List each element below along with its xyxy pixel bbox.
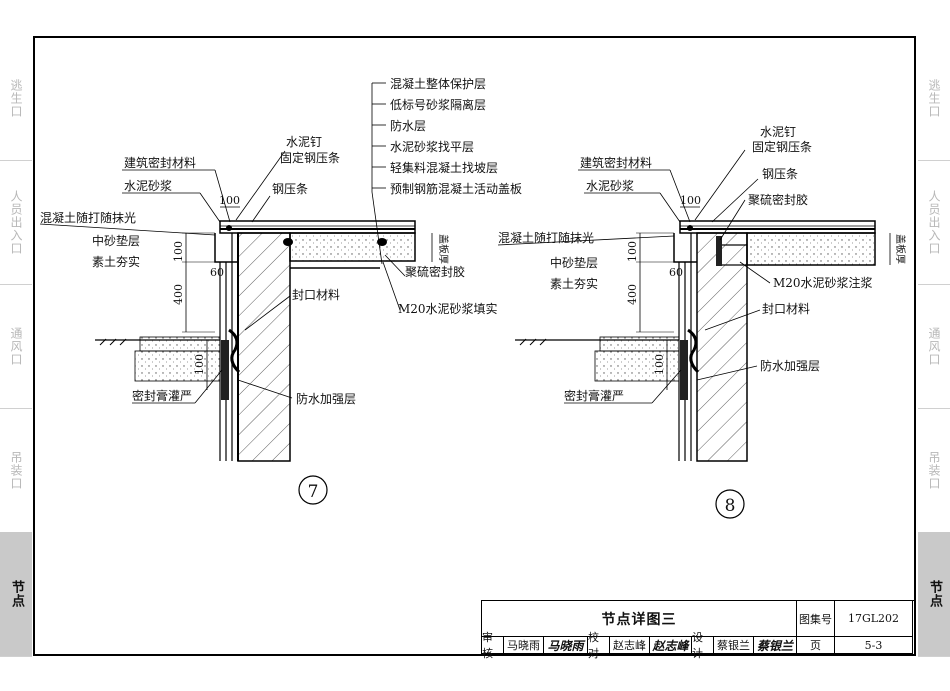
d7-label-leveling: 水泥砂浆找平层 [390, 139, 474, 154]
d7-cover-slab [289, 232, 416, 262]
d8-label-reinforce: 防水加强层 [760, 358, 820, 373]
d8-dim-slab-thickness: 盖板厚 [894, 234, 907, 264]
d8-cover-layers [679, 220, 876, 234]
page-number: 5-3 [835, 637, 913, 654]
d8-label-sand: 中砂垫层 [550, 255, 598, 270]
d7-label-strip: 钢压条 [272, 182, 308, 196]
title-block: 节点详图三 图集号 17GL202 审核 马晓雨 马晓雨 校对 赵志峰 赵志峰 … [481, 600, 914, 660]
d8-dim-60: 60 [669, 266, 683, 279]
side-tab-escape[interactable]: 逃生口 [0, 36, 32, 161]
d7-label-cover: 预制钢筋混凝土活动盖板 [390, 181, 522, 196]
d8-number-circle [715, 489, 745, 519]
d8-wall [696, 232, 748, 462]
d7-label-polysulfide: 聚硫密封胶 [405, 264, 465, 279]
left-side-tabs: 逃生口 人员出入口 通风口 吊装口 节点 [0, 36, 32, 657]
designer-signature: 蔡银兰 [754, 637, 797, 654]
side-tab-ventilation-right[interactable]: 通风口 [918, 284, 950, 409]
reviewer-signature: 马晓雨 [544, 637, 588, 654]
d7-label-fix-strip: 固定钢压条 [280, 150, 340, 165]
d8-label-paste: 密封膏灌严 [564, 388, 624, 403]
d7-dim-400: 400 [172, 284, 185, 305]
d8-dim-100-bottom: 100 [653, 354, 666, 375]
d8-dim-100-side: 100 [626, 241, 639, 262]
d7-label-protect: 混凝土整体保护层 [390, 76, 486, 91]
atlas-number: 17GL202 [835, 601, 913, 637]
d7-number: 7 [308, 482, 319, 502]
side-tab-personnel[interactable]: 人员出入口 [0, 160, 32, 285]
d7-label-isolation: 低标号砂浆隔离层 [390, 97, 486, 112]
d8-cover-slab [746, 232, 876, 266]
drawing-frame [33, 36, 916, 656]
d7-label-slope: 轻集料混凝土找坡层 [390, 160, 498, 175]
design-label: 设计 [692, 631, 714, 660]
reviewer-name: 马晓雨 [504, 637, 544, 654]
side-tab-node-right[interactable]: 节点 [918, 532, 950, 657]
d7-dim-60: 60 [210, 266, 224, 279]
d8-label-strip: 钢压条 [762, 167, 798, 181]
d7-dim-100-top: 100 [219, 194, 240, 207]
d7-label-plaster: 混凝土随打随抹光 [40, 210, 136, 225]
d8-label-polysulfide: 聚硫密封胶 [748, 192, 808, 207]
d7-dim-100-side: 100 [172, 241, 185, 262]
d7-label-reinforce: 防水加强层 [296, 391, 356, 406]
d7-label-nail: 水泥钉 [286, 135, 322, 149]
d8-label-plaster: 混凝土随打随抹光 [498, 230, 594, 245]
drawing-title: 节点详图三 [482, 601, 797, 637]
check-label: 校对 [588, 631, 610, 660]
d8-label-mortar: 水泥砂浆 [586, 178, 634, 193]
d7-label-mortar: 水泥砂浆 [124, 178, 172, 193]
checker-signature: 赵志峰 [650, 637, 692, 654]
d8-label-fix-strip: 固定钢压条 [752, 139, 812, 154]
designer-name: 蔡银兰 [714, 637, 754, 654]
d7-label-soil: 素土夯实 [92, 254, 140, 269]
d8-label-soil: 素土夯实 [550, 276, 598, 291]
d7-wall [237, 232, 291, 462]
d8-number: 8 [725, 496, 736, 516]
detail-8: 水泥钉 固定钢压条 建筑密封材料 钢压条 水泥砂浆 聚硫密封胶 混凝土随打随抹光… [497, 125, 907, 519]
d7-cover-layers [219, 220, 416, 234]
d7-dim-slab-thickness: 盖板厚 [437, 234, 450, 264]
review-label: 审核 [482, 631, 504, 660]
d7-label-sand: 中砂垫层 [92, 233, 140, 248]
d7-label-sealant-material: 建筑密封材料 [124, 155, 196, 170]
checker-name: 赵志峰 [610, 637, 650, 654]
d7-label-paste: 密封膏灌严 [132, 388, 192, 403]
d8-label-m20: M20水泥砂浆注浆 [773, 275, 873, 290]
d8-label-nail: 水泥钉 [760, 125, 796, 139]
side-tab-personnel-right[interactable]: 人员出入口 [918, 160, 950, 285]
side-tab-ventilation[interactable]: 通风口 [0, 284, 32, 409]
d8-label-seal-material: 封口材料 [762, 302, 810, 316]
d7-number-circle [298, 475, 328, 505]
d8-dim-100-top: 100 [680, 194, 701, 207]
d7-label-seal-material: 封口材料 [292, 288, 340, 302]
page-label: 页 [797, 637, 835, 654]
d7-label-waterproof: 防水层 [390, 118, 426, 133]
right-side-tabs: 逃生口 人员出入口 通风口 吊装口 节点 [918, 36, 950, 657]
side-tab-node[interactable]: 节点 [0, 532, 32, 657]
detail-7: 混凝土整体保护层 低标号砂浆隔离层 防水层 水泥砂浆找平层 轻集料混凝土找坡层 … [39, 76, 522, 505]
d8-dim-400: 400 [626, 284, 639, 305]
side-tab-escape-right[interactable]: 逃生口 [918, 36, 950, 161]
d7-dim-100-bottom: 100 [193, 354, 206, 375]
atlas-label: 图集号 [797, 601, 835, 637]
d7-label-m20: M20水泥砂浆填实 [398, 301, 498, 316]
d8-label-sealant-material: 建筑密封材料 [580, 155, 652, 170]
